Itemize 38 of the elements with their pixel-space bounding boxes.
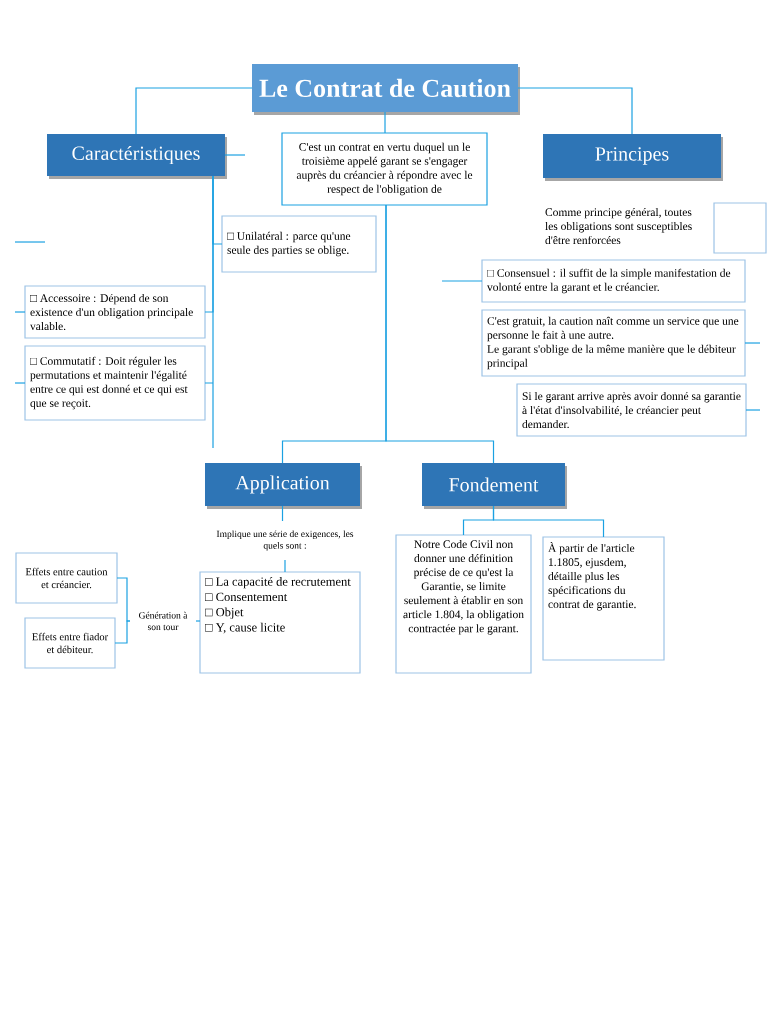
connector-line [281, 505, 284, 522]
text-box: □ Consensuel : il suffit de la simple manifestation de volonté entre la garant et le créancier. [481, 259, 746, 303]
text-box: Effets entre fiador et débiteur. [24, 617, 116, 669]
connector-line [224, 154, 246, 156]
connector-line [517, 87, 633, 135]
text-box: C'est un contrat en vertu duquel un le troisième appelé garant se s'engager auprès du créancier à répondre avec le respect de l'obligation de [281, 132, 488, 206]
heading-box: Caractéristiques [47, 134, 227, 179]
heading-box: Application [205, 463, 362, 509]
connector-line [384, 111, 386, 134]
text-box: □ Accessoire : Dépend de son existence d'un obligation principale valable. [24, 285, 206, 339]
note-text: Comme principe général, toutes les obligations sont susceptibles d'être renforcées [545, 207, 692, 245]
connector-line [114, 620, 131, 644]
connector-line [195, 620, 201, 622]
note-text: Implique une série de exigences, les quels sont : [216, 530, 354, 551]
connector-line [116, 577, 131, 622]
empty-box [713, 202, 767, 254]
text-box: □ Unilatéral : parce qu'une seule des parties se oblige. [221, 215, 377, 273]
title-box: Le Contrat de Caution [252, 64, 520, 115]
text-box: Notre Code Civil non donner une définition précise de ce qu'est la Garantie, se limite seulement à établir en son article 1.804, la obligation contractée par le garant. [395, 534, 532, 674]
connector-line [744, 342, 761, 344]
heading-box: Principes [543, 134, 723, 181]
list-box: □ La capacité de recrutement □ Consentement □ Objet □ Y, cause licite [199, 571, 361, 674]
note-text: Génération à son tour [139, 611, 188, 631]
connector-line [492, 505, 605, 538]
text-box: À partir de l'article 1.1805, ejusdem, détaille plus les spécifications du contrat de garantie. [542, 536, 665, 661]
connector-line [441, 280, 483, 282]
text-box: □ Commutatif : Doit réguler les permutations et maintenir l'égalité entre ce qui est donné et ce qui est que se reçoit. [24, 345, 206, 421]
connector-line [745, 409, 761, 411]
connector-line [204, 175, 214, 449]
connector-line [14, 382, 26, 384]
text-box: Effets entre caution et créancier. [15, 552, 118, 604]
text-box: C'est gratuit, la caution naît comme un service que une personne le fait à une autre. Le garant s'oblige de la même manière que le débiteur principal [481, 309, 746, 377]
connector-line [14, 311, 26, 313]
connector-line [284, 559, 286, 573]
text-box: Si le garant arrive après avoir donné sa garantie à l'état d'insolvabilité, le créancier peut demander. [516, 383, 747, 437]
heading-box: Fondement [422, 463, 567, 509]
connector-line [135, 87, 253, 135]
connector-line [385, 204, 495, 464]
